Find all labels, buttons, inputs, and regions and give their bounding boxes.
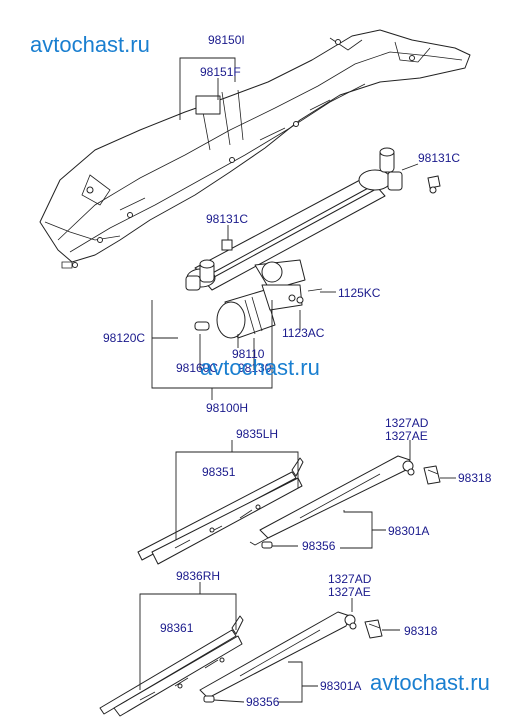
label-98160C: 98160C <box>176 361 218 375</box>
wiper-blade-rh <box>99 615 244 717</box>
bolt-98131C-top <box>427 175 441 194</box>
label-98301A-left: 98301A <box>388 524 429 538</box>
label-9836RH: 9836RH <box>176 569 220 583</box>
label-1123AC: 1123AC <box>282 326 325 340</box>
label-98110: 98110 <box>232 347 265 361</box>
wiper-cap-lh <box>423 465 441 485</box>
bolt-98131C-mid <box>221 239 233 251</box>
wiper-linkage <box>185 147 403 291</box>
cowl-panel <box>39 29 471 269</box>
label-98361: 98361 <box>160 621 194 635</box>
label-98150I: 98150I <box>208 33 245 47</box>
wiper-motor <box>194 259 323 339</box>
label-98151F: 98151F <box>200 65 241 79</box>
wiper-arm-lh <box>249 455 415 549</box>
label-98318-top: 98318 <box>458 471 492 485</box>
label-98130: 98130 <box>238 361 272 375</box>
label-1327AE-top: 1327AE <box>385 429 428 443</box>
label-1125KC: 1125KC <box>338 286 381 300</box>
label-9835LH: 9835LH <box>236 427 278 441</box>
watermark-center: avtochast.ru <box>200 355 320 380</box>
label-98301A-right: 98301A <box>320 679 361 693</box>
wiper-arm-rh <box>199 611 357 703</box>
label-98131C-mid: 98131C <box>206 212 248 226</box>
watermark-top-left: avtochast.ru <box>30 32 150 57</box>
label-1327AE-bottom: 1327AE <box>328 585 371 599</box>
watermarks: avtochast.ru avtochast.ru avtochast.ru <box>30 32 490 695</box>
label-98100H: 98100H <box>206 401 248 415</box>
label-98356-bottom: 98356 <box>246 695 280 709</box>
wiper-blade-lh <box>137 457 304 565</box>
label-1327AD-top: 1327AD <box>385 416 429 430</box>
watermark-bottom-right: avtochast.ru <box>370 670 490 695</box>
label-98131C-top: 98131C <box>418 151 460 165</box>
label-1327AD-bottom: 1327AD <box>328 572 372 586</box>
wiper-cap-rh <box>364 619 383 639</box>
label-98120C: 98120C <box>103 331 145 345</box>
label-98356-top: 98356 <box>302 539 336 553</box>
leader-lines <box>139 57 456 703</box>
label-98351: 98351 <box>202 465 236 479</box>
part-labels: 98150I 98151F 98131C 98131C 1125KC 98120… <box>103 33 492 709</box>
label-98318-bottom: 98318 <box>404 624 438 638</box>
